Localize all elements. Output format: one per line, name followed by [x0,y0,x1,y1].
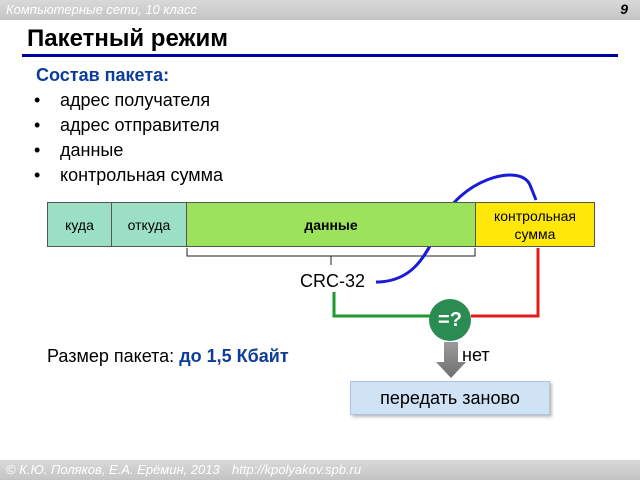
footer-url: http://kpolyakov.spb.ru [232,462,362,477]
list-item: адрес отправителя [34,114,223,139]
resend-box: передать заново [350,381,550,415]
page-number: 9 [620,1,628,17]
data-bracket [186,248,476,257]
crc-to-compare-line [332,292,430,318]
course-title: Компьютерные сети, 10 класс [6,2,198,17]
field-checksum: контрольная сумма [475,202,595,247]
packet-heading: Состав пакета: [36,65,170,85]
footer-bar: © К.Ю. Поляков, Е.А. Ерёмин, 2013 http:/… [0,460,640,480]
down-arrow-icon [436,342,466,378]
field-source: откуда [111,202,187,247]
list-item: контрольная сумма [34,164,223,189]
header-bar: Компьютерные сети, 10 класс 9 [0,0,640,20]
title-underline [22,54,618,57]
packet-size-value: до 1,5 Кбайт [179,346,289,366]
no-label: нет [462,345,490,365]
checksum-to-compare-line [471,248,540,318]
packet-contents-list: адрес получателя адрес отправителя данны… [34,89,223,189]
footer-authors: © К.Ю. Поляков, Е.А. Ерёмин, 2013 [6,462,220,477]
slide-title: Пакетный режим [27,25,229,52]
compare-circle: =? [429,299,471,341]
field-destination: куда [47,202,112,247]
packet-size-label: Размер пакета: [47,346,175,366]
list-item: данные [34,139,223,164]
packet-size: Размер пакета: до 1,5 Кбайт [47,346,289,367]
list-item: адрес получателя [34,89,223,114]
field-data: данные [186,202,476,247]
crc-label: CRC-32 [300,271,366,291]
